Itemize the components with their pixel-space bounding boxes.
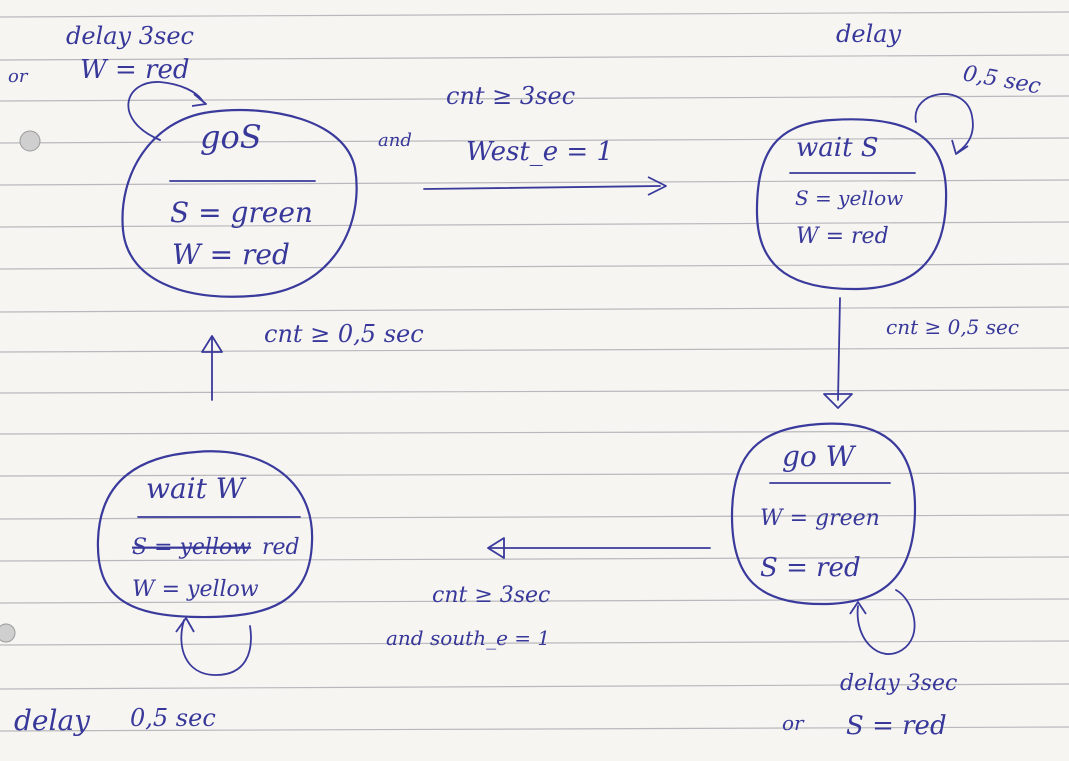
transition-goW-to-waitW-label-1: cnt ≥ 3sec <box>432 583 550 608</box>
state-waitW-output-2: W = yellow <box>132 577 259 602</box>
transition-goS-to-waitS-label-2: West_e = 1 <box>466 137 613 167</box>
self-loop-goW-arrowhead <box>849 601 867 615</box>
self-loop-goW <box>856 589 916 655</box>
ruled-lines <box>0 11 1069 732</box>
transition-goS-to-waitS-label-1: cnt ≥ 3sec <box>446 82 575 110</box>
transition-goS-to-waitS-arrowhead <box>647 176 667 196</box>
state-waitW-outline <box>96 450 314 619</box>
punch-hole <box>0 623 16 643</box>
transition-goS-to-waitS-arrow <box>423 185 661 190</box>
state-waitW: wait W S = yellow red W = yellow <box>96 450 314 619</box>
transition-goW-to-waitW-label-2: and south_e = 1 <box>386 626 550 650</box>
state-waitW-output-1-correction: red <box>262 535 300 560</box>
state-waitS: wait S S = yellow W = red <box>755 118 948 291</box>
state-goW-name: go W <box>782 440 857 473</box>
state-goS-name: goS <box>200 118 262 156</box>
transition-waitW-to-goS-arrowhead <box>201 335 223 353</box>
self-loop-goW-joiner: or <box>782 711 805 735</box>
transition-waitS-to-goW-arrow <box>837 297 841 401</box>
self-loop-goS-joiner: or <box>8 66 29 87</box>
state-goS-output-2: W = red <box>172 238 290 271</box>
state-waitS-outline <box>755 118 948 291</box>
state-goW: go W W = green S = red <box>730 422 917 606</box>
self-loop-waitS-label-1: delay <box>836 20 902 48</box>
self-loop-goW-label-1: delay 3sec <box>840 671 957 696</box>
self-loop-waitW <box>180 619 252 676</box>
transition-goW-to-waitW-arrowhead <box>487 537 505 559</box>
self-loop-waitS-arrowhead <box>951 139 969 155</box>
state-goW-output-1: W = green <box>760 506 880 531</box>
self-loop-goS <box>127 81 203 141</box>
state-waitS-name: wait S <box>796 133 879 163</box>
state-goS-output-1: S = green <box>170 196 313 229</box>
self-loop-goS-label-2: W = red <box>80 55 190 85</box>
self-loop-waitW-label-2: 0,5 sec <box>130 704 216 732</box>
transition-waitS-to-goW-arrowhead <box>823 393 853 409</box>
state-goS-outline <box>121 108 358 298</box>
state-waitW-output-1-struck: S = yellow <box>132 535 251 560</box>
state-goW-outline <box>730 422 917 606</box>
transition-goS-to-waitS-joiner: and <box>378 130 412 151</box>
state-goS: goS S = green W = red <box>121 108 358 298</box>
self-loop-waitW-label-1: delay <box>14 704 91 737</box>
transition-waitS-to-goW-label: cnt ≥ 0,5 sec <box>886 315 1019 339</box>
state-waitS-output-2: W = red <box>796 224 889 249</box>
state-waitW-name: wait W <box>146 472 247 505</box>
punch-hole <box>19 130 41 152</box>
self-loop-goS-arrowhead <box>191 93 207 107</box>
state-goW-output-2: S = red <box>760 553 861 583</box>
transition-waitW-to-goS-label: cnt ≥ 0,5 sec <box>264 320 424 348</box>
state-waitS-output-1: S = yellow <box>795 186 903 210</box>
self-loop-waitS <box>914 93 974 153</box>
self-loop-goS-label-1: delay 3sec <box>66 22 194 50</box>
self-loop-goW-label-2: S = red <box>846 711 947 741</box>
self-loop-waitW-arrowhead <box>175 617 195 633</box>
self-loop-waitS-label-2: 0,5 sec <box>961 61 1043 99</box>
